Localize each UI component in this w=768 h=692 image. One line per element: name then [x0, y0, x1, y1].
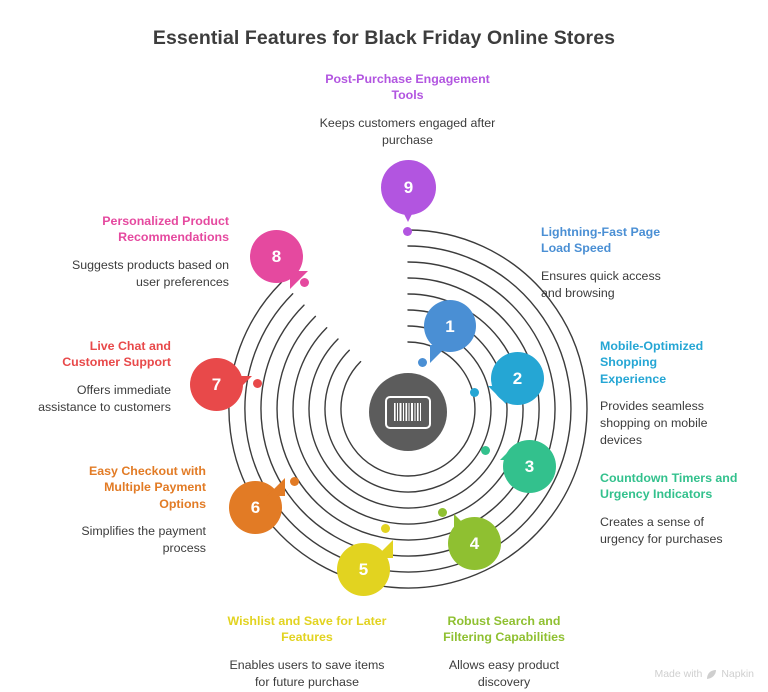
connector-dot-8	[300, 278, 309, 287]
node-bubble-7[interactable]: 7	[190, 358, 252, 411]
label-desc-2: Provides seamless shopping on mobile dev…	[600, 399, 708, 447]
connector-dot-3	[481, 446, 490, 455]
node-bubble-6[interactable]: 6	[229, 478, 285, 534]
connector-dot-7	[253, 379, 262, 388]
label-title-3: Countdown Timers and Urgency Indicators	[600, 471, 738, 502]
label-2: Mobile-Optimized Shopping Experience Pro…	[600, 338, 726, 449]
label-5: Wishlist and Save for Later Features Ena…	[222, 613, 392, 690]
label-title-4: Robust Search and Filtering Capabilities	[443, 614, 565, 645]
label-desc-1: Ensures quick access and browsing	[541, 268, 661, 300]
label-title-2: Mobile-Optimized Shopping Experience	[600, 339, 704, 386]
center-hub	[369, 373, 447, 451]
label-desc-5: Enables users to save items for future p…	[229, 657, 385, 689]
bubble-tail	[500, 442, 518, 460]
label-title-5: Wishlist and Save for Later Features	[227, 614, 387, 645]
page-title: Essential Features for Black Friday Onli…	[152, 27, 616, 49]
barcode-icon	[385, 395, 431, 429]
label-desc-4: Allows easy product discovery	[448, 657, 560, 689]
label-4: Robust Search and Filtering Capabilities…	[430, 613, 578, 690]
bubble-tail	[454, 514, 472, 532]
label-title-1: Lightning-Fast Page Load Speed	[541, 225, 661, 256]
node-number-4: 4	[469, 534, 480, 553]
node-bubble-1[interactable]: 1	[424, 300, 476, 363]
bubble-tail	[234, 376, 252, 394]
label-desc-7: Offers immediate assistance to customers	[38, 382, 171, 414]
label-desc-3: Creates a sense of urgency for purchases	[600, 514, 723, 546]
label-9: Post-Purchase Engagement Tools Keeps cus…	[309, 71, 506, 148]
node-number-7: 7	[211, 375, 222, 394]
node-bubble-2[interactable]: 2	[488, 352, 544, 405]
label-desc-9: Keeps customers engaged after purchase	[319, 115, 496, 147]
label-desc-8: Suggests products based on user preferen…	[71, 257, 229, 289]
node-bubble-5[interactable]: 5	[337, 540, 393, 596]
connector-dot-2	[470, 388, 479, 397]
node-number-9: 9	[403, 178, 414, 197]
bubble-tail	[290, 271, 308, 289]
label-desc-6: Simplifies the payment process	[81, 524, 206, 555]
bubble-tail	[488, 386, 506, 404]
node-number-3: 3	[524, 457, 535, 476]
node-number-5: 5	[358, 560, 369, 579]
bubble-tail	[375, 540, 393, 558]
connector-dot-6	[290, 477, 299, 486]
label-title-7: Live Chat and Customer Support	[62, 339, 171, 370]
node-bubble-8[interactable]: 8	[250, 230, 308, 289]
connector-dot-4	[438, 508, 447, 517]
label-3: Countdown Timers and Urgency Indicators …	[600, 470, 750, 547]
label-6: Easy Checkout with Multiple Payment Opti…	[71, 463, 206, 557]
connector-dot-9	[403, 227, 412, 236]
node-bubble-3[interactable]: 3	[500, 440, 556, 493]
napkin-leaf-icon	[706, 669, 717, 680]
node-bubble-4[interactable]: 4	[448, 514, 501, 570]
bubble-tail	[430, 345, 448, 363]
node-number-6: 6	[250, 498, 261, 517]
watermark-prefix: Made with	[654, 668, 703, 680]
watermark: Made with Napkin	[654, 668, 754, 680]
watermark-brand: Napkin	[721, 668, 754, 680]
connector-dot-1	[418, 358, 427, 367]
label-7: Live Chat and Customer Support Offers im…	[33, 338, 171, 415]
label-title-8: Personalized Product Recommendations	[102, 214, 229, 245]
label-8: Personalized Product Recommendations Sug…	[68, 213, 229, 290]
connector-dot-5	[381, 524, 390, 533]
bubble-tail	[267, 478, 285, 496]
node-number-8: 8	[271, 247, 282, 266]
label-1: Lightning-Fast Page Load Speed Ensures q…	[541, 224, 671, 301]
node-bubble-9[interactable]: 9	[381, 160, 436, 222]
label-title-6: Easy Checkout with Multiple Payment Opti…	[88, 464, 206, 511]
node-number-2: 2	[512, 369, 523, 388]
label-title-9: Post-Purchase Engagement Tools	[325, 72, 490, 103]
node-number-1: 1	[445, 316, 455, 336]
bubble-tail	[400, 206, 416, 222]
